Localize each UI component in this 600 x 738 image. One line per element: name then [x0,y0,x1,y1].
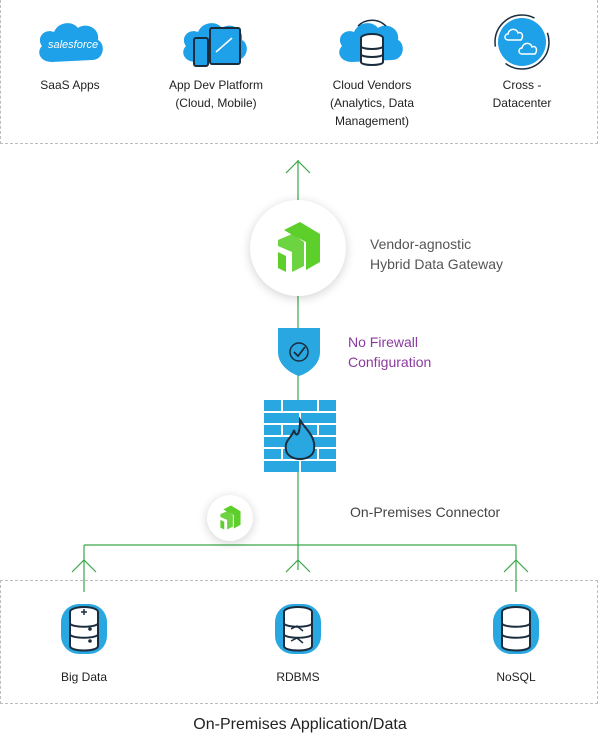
gateway-node [250,200,346,296]
database-label: Big Data [60,670,108,684]
cloud-sources-region [0,0,598,144]
database-label: NoSQL [496,670,536,684]
source-saas-apps: salesforce SaaS Apps [0,14,140,94]
progress-logo-small-icon [220,505,241,530]
footer-title: On-Premises Application/Data [193,716,407,733]
up-arrow-left [71,559,97,573]
source-cloud-vendors: Cloud Vendors (Analytics, Data Managemen… [302,14,442,130]
connector-node [207,495,253,541]
source-label: Cloud Vendors (Analytics, Data Managemen… [329,78,415,128]
firewall-label: No Firewall Configuration [348,334,432,370]
database-rdbms: RDBMS [238,598,358,684]
rdbms-database-icon [275,604,321,654]
database-big-data: Big Data [24,598,144,684]
on-premises-region [0,580,598,704]
source-app-dev-platform: App Dev Platform (Cloud, Mobile) [146,14,286,112]
salesforce-cloud-icon: salesforce [39,23,103,62]
connector-label: On-Premises Connector [350,504,501,520]
cross-datacenter-icon [494,14,550,70]
source-cross-datacenter: Cross - Datacenter [452,14,592,112]
database-label: RDBMS [276,670,320,684]
source-label: App Dev Platform (Cloud, Mobile) [168,78,264,110]
source-label: SaaS Apps [40,78,100,92]
shield-check-icon [278,328,320,376]
app-dev-cloud-icon [183,23,247,67]
nosql-database-icon [493,604,539,654]
up-arrow-middle [285,559,311,573]
database-nosql: NoSQL [456,598,576,684]
progress-logo-icon [278,222,320,272]
svg-text:salesforce: salesforce [48,39,98,51]
source-label: Cross - Datacenter [492,78,552,110]
up-arrow-top [285,160,311,174]
big-data-database-icon [61,604,107,654]
gateway-label: Vendor-agnostic Hybrid Data Gateway [370,236,504,272]
up-arrow-right [503,559,529,573]
cloud-database-icon [339,19,403,66]
firewall-icon [264,400,336,472]
